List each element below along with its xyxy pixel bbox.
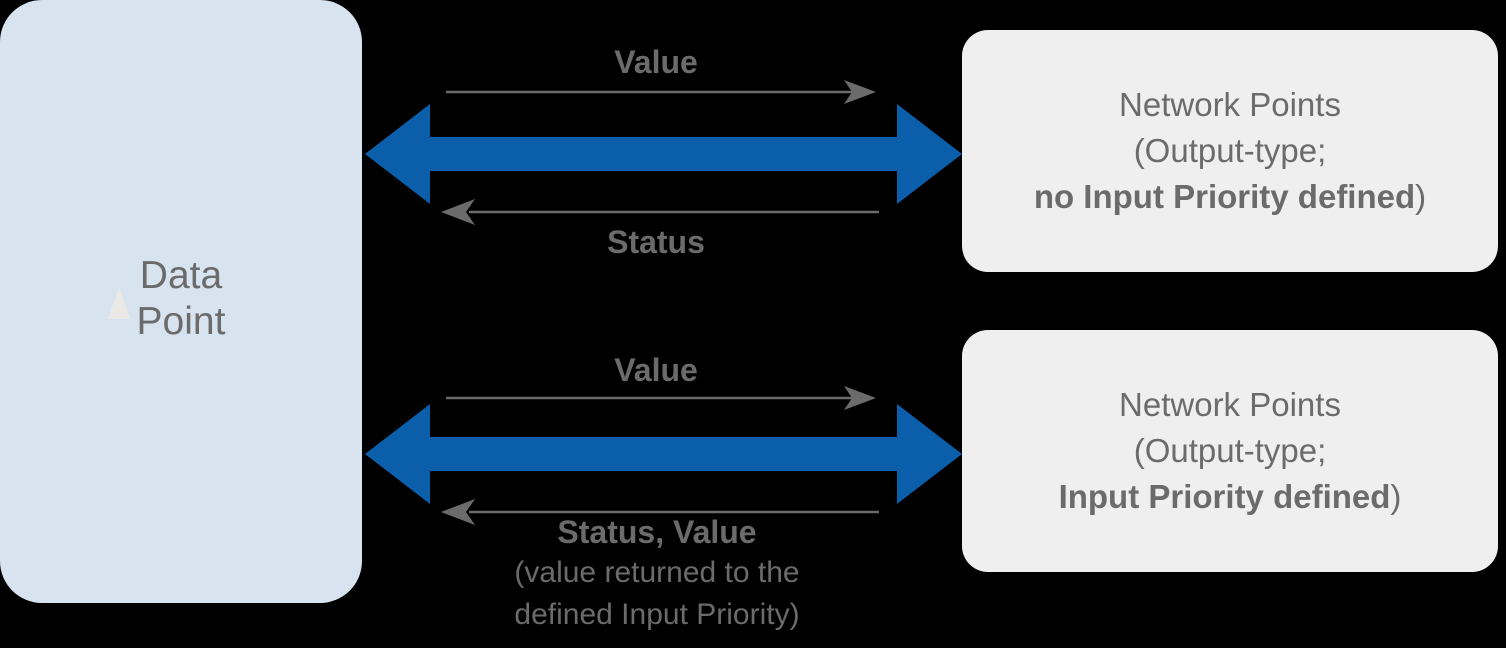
value-flow-arrow-top <box>446 77 876 107</box>
network-points-box-no-input-priority: Network Points (Output-type; no Input Pr… <box>962 30 1498 272</box>
bidirectional-connector-arrow-bottom <box>365 404 962 504</box>
caption-value-top-text: Value <box>614 44 698 80</box>
caption-status-top-text: Status <box>607 224 705 260</box>
caption-status-top: Status <box>456 222 856 262</box>
np1-line1: Network Points <box>1119 86 1341 123</box>
caption-status-value-bottom-text: Status, Value <box>557 514 757 550</box>
status-value-flow-arrow-bottom <box>441 497 879 527</box>
bidirectional-connector-arrow-top <box>365 104 962 204</box>
np2-line1: Network Points <box>1119 386 1341 423</box>
data-point-label: Data Point <box>136 254 226 343</box>
data-point-box: Data Point <box>0 0 362 603</box>
caption-value-top: Value <box>456 42 856 82</box>
caption-status-value-bottom: Status, Value (value returned to the def… <box>412 512 902 636</box>
np1-line2: (Output-type; <box>1133 132 1327 169</box>
caption-value-bottom: Value <box>456 350 856 390</box>
np2-line2: (Output-type; <box>1133 432 1327 469</box>
caption-status-value-bottom-note: (value returned to the defined Input Pri… <box>514 556 800 631</box>
network-points-text-1: Network Points (Output-type; no Input Pr… <box>1034 82 1426 220</box>
np1-line3-bold: no Input Priority defined <box>1033 178 1416 215</box>
caption-value-bottom-text: Value <box>614 352 698 388</box>
cursor-arrow-icon <box>108 287 130 319</box>
np2-line3-tail: ) <box>1390 478 1402 515</box>
network-points-text-2: Network Points (Output-type; Input Prior… <box>1059 382 1402 520</box>
network-points-box-input-priority: Network Points (Output-type; Input Prior… <box>962 330 1498 572</box>
np1-line3-tail: ) <box>1415 178 1427 215</box>
np2-line3-bold: Input Priority defined <box>1058 478 1391 515</box>
value-flow-arrow-bottom <box>446 383 876 413</box>
status-flow-arrow-top <box>441 197 879 227</box>
